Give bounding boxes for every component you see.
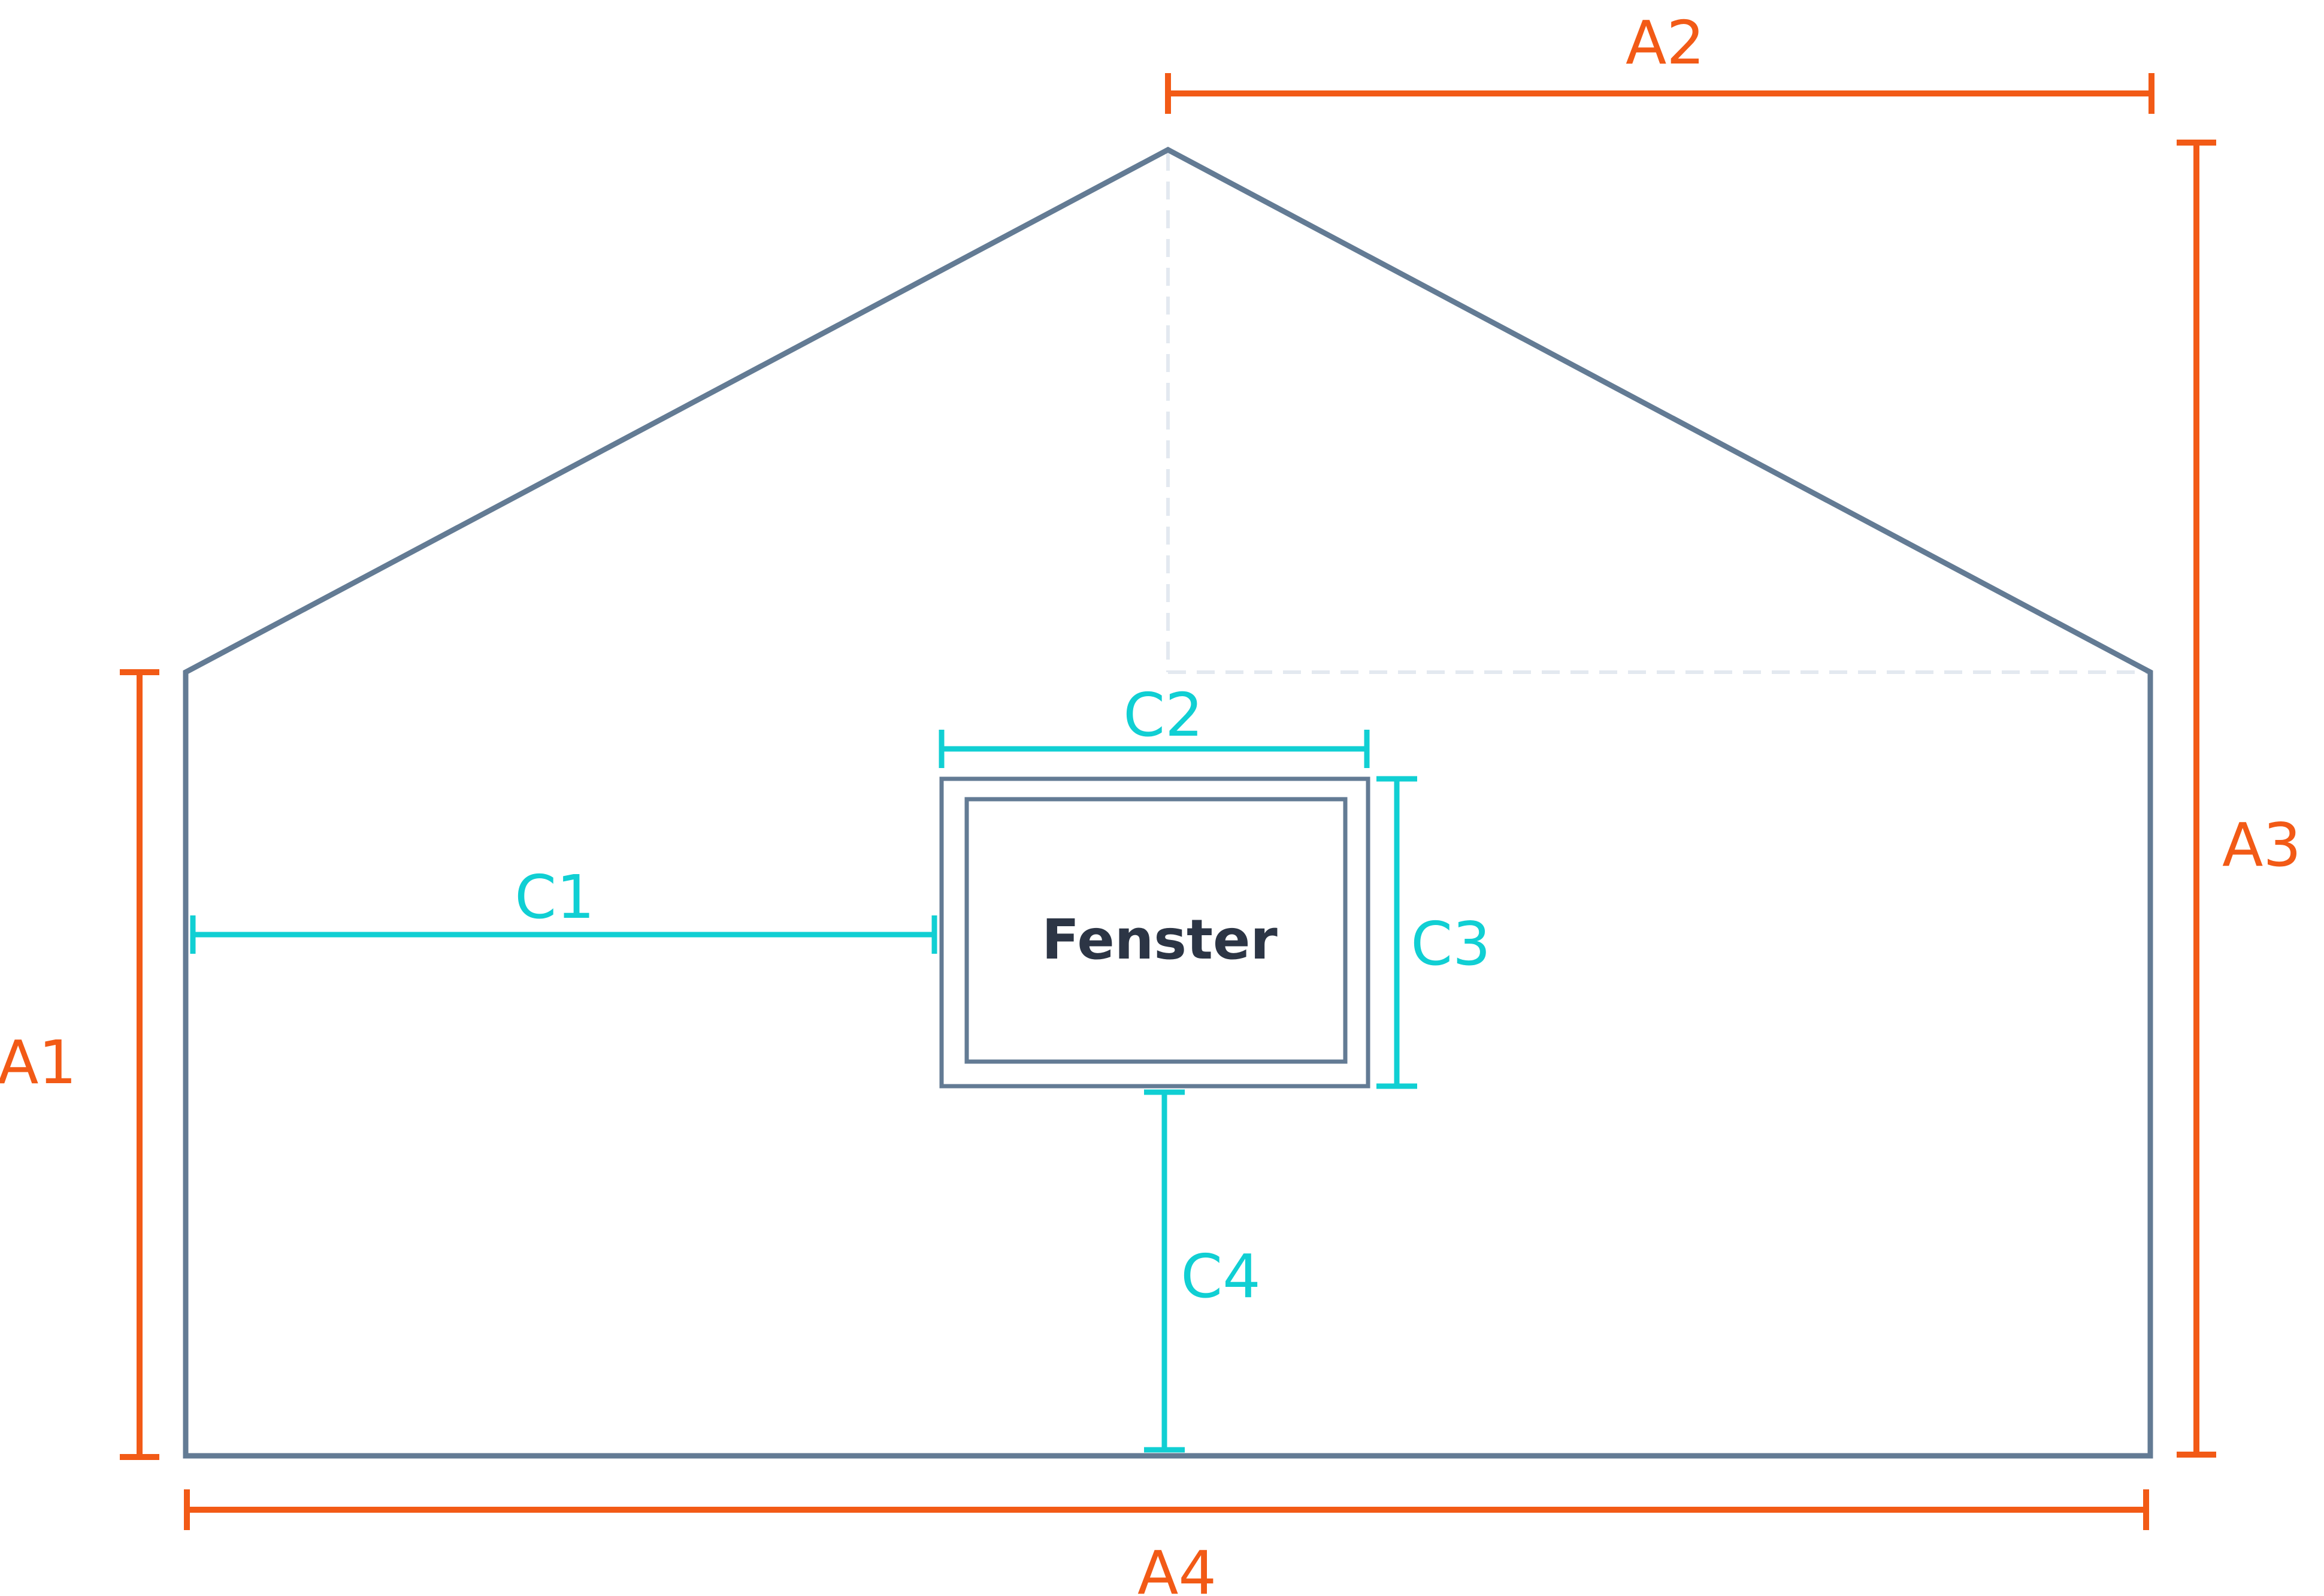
dimension-c3: C3	[1376, 776, 1491, 1089]
window-inner-frame	[964, 797, 1348, 1064]
dimension-c3-label: C3	[1411, 909, 1490, 979]
dimension-c2-label: C2	[1123, 680, 1203, 750]
house-outline	[183, 146, 2153, 1459]
dimension-a2: A2	[1165, 8, 2154, 114]
dimension-c1: C1	[190, 862, 937, 954]
dimension-c4-label: C4	[1181, 1241, 1260, 1311]
dimension-a1-label: A1	[0, 1027, 77, 1098]
dimension-a3: A3	[2177, 140, 2301, 1458]
window: Fenster	[939, 776, 1370, 1089]
window-outer-frame	[939, 776, 1370, 1089]
construction-guides	[1166, 153, 2150, 674]
dimension-c1-label: C1	[515, 862, 594, 932]
dimension-a4-label: A4	[1137, 1538, 1217, 1596]
window-label: Fenster	[1042, 908, 1278, 972]
dimension-a2-label: A2	[1626, 8, 1705, 78]
dimension-c4: C4	[1144, 1089, 1261, 1453]
dimension-c2: C2	[939, 680, 1370, 768]
dimension-a3-label: A3	[2222, 810, 2301, 880]
dimension-a4: A4	[184, 1489, 2149, 1596]
dimension-a1: A1	[0, 669, 159, 1460]
outer-dimensions: A1 A2 A3 A4	[0, 8, 2301, 1596]
window-dimensions: C1 C2 C3 C4	[190, 680, 1491, 1453]
